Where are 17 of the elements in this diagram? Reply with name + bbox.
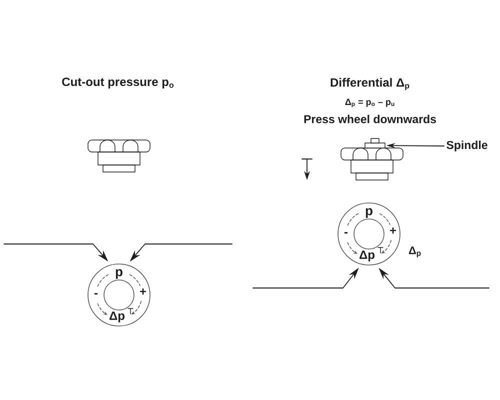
minus-sign: - bbox=[344, 232, 348, 234]
part-label: Spindle bbox=[446, 140, 488, 152]
spindle bbox=[364, 138, 386, 148]
dial bbox=[88, 264, 150, 326]
instruction-text: Press wheel downwards bbox=[304, 114, 436, 124]
plus-sign: + bbox=[140, 288, 146, 295]
delta-label: Δp bbox=[110, 312, 124, 322]
heading: Differential Δ$_{p}$ bbox=[330, 78, 410, 90]
delta-label: Δp bbox=[360, 250, 374, 262]
formula: Δ$_{p}$ = p$_{o}$ – p$_{u}$ bbox=[345, 98, 394, 108]
heading: Cut-out pressure p$_{o}$ bbox=[62, 78, 174, 88]
pressure-label: p bbox=[366, 208, 372, 218]
minus-sign: - bbox=[94, 293, 98, 295]
pressure-label: p bbox=[116, 269, 122, 279]
symbol-label: Δ$_{p}$ bbox=[408, 246, 421, 258]
plus-sign: + bbox=[390, 227, 396, 234]
dial bbox=[338, 202, 400, 266]
